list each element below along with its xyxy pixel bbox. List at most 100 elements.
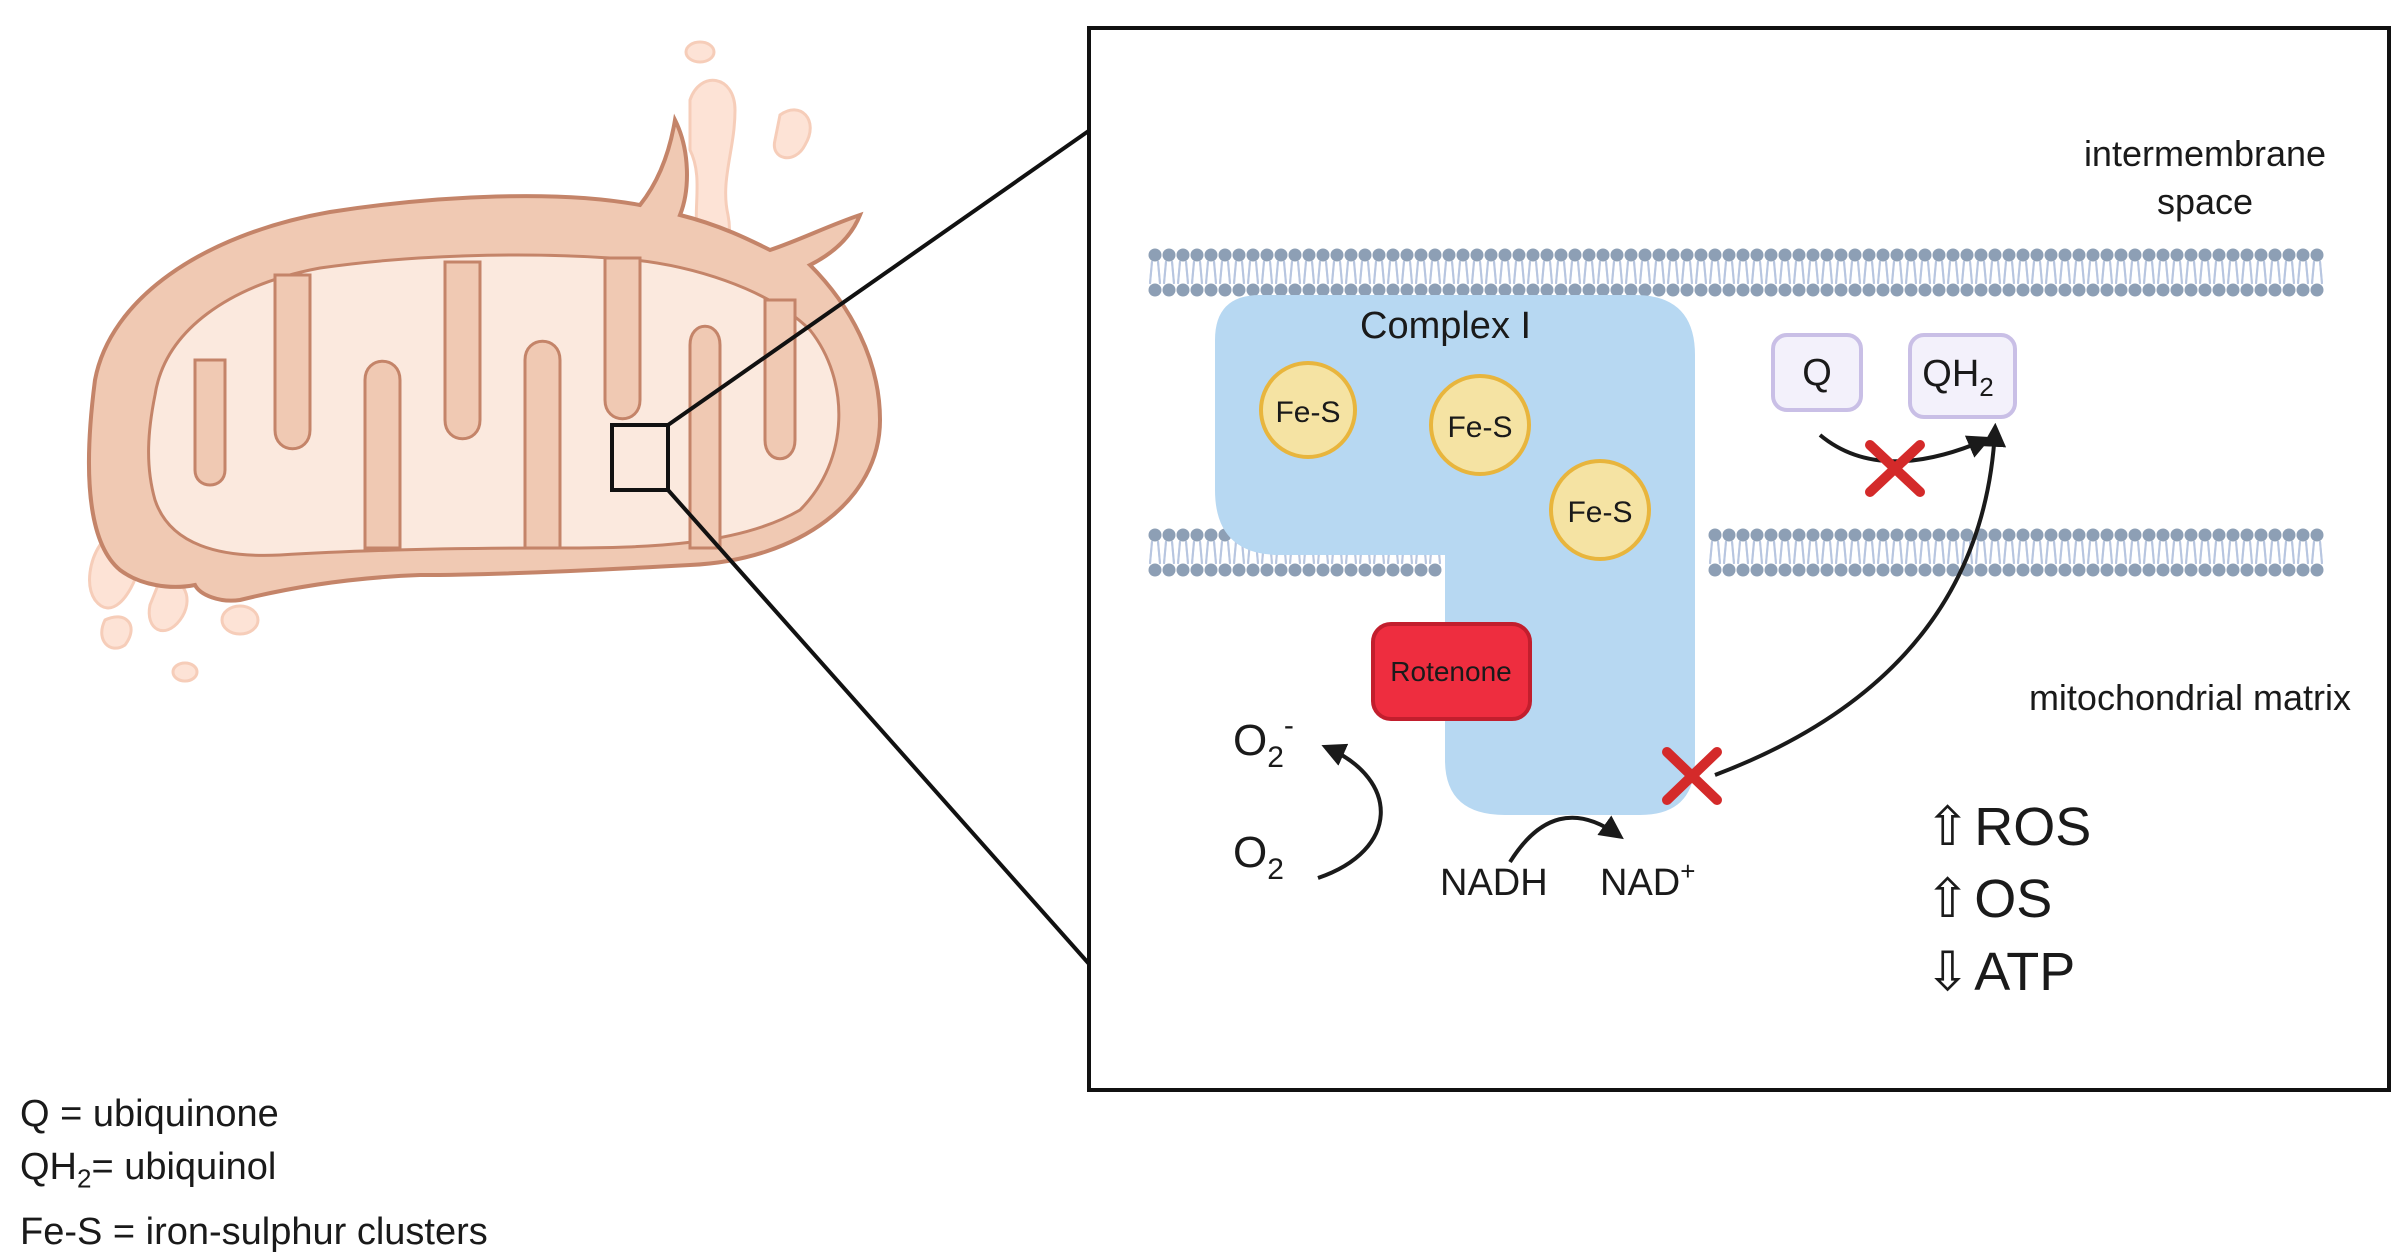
q-conversion-block-x-icon bbox=[1865, 440, 1925, 497]
lipid-head bbox=[1414, 248, 1428, 262]
lipid-head bbox=[1484, 283, 1498, 297]
lipid-head bbox=[2142, 248, 2156, 262]
lipid-tail bbox=[1331, 261, 1335, 285]
lipid-head bbox=[2100, 283, 2114, 297]
lipid-head bbox=[2268, 248, 2282, 262]
lipid-tail bbox=[1339, 261, 1343, 285]
lipid-tail bbox=[1451, 261, 1455, 285]
complex-i-label: Complex I bbox=[1360, 305, 1531, 347]
lipid-head bbox=[1932, 563, 1946, 577]
lipid-tail bbox=[1359, 261, 1363, 285]
lipid-head bbox=[1162, 563, 1176, 577]
lipid-tail bbox=[2109, 261, 2113, 285]
lipid-tail bbox=[2039, 261, 2043, 285]
lipid-head bbox=[2296, 248, 2310, 262]
lipid-tail bbox=[1703, 261, 1707, 285]
lipid-tail bbox=[2157, 541, 2161, 565]
lipid-tail bbox=[2157, 261, 2161, 285]
lipid-tail bbox=[1367, 261, 1371, 285]
lipid-head bbox=[1344, 248, 1358, 262]
lipid-head bbox=[2100, 248, 2114, 262]
lipid-head bbox=[1638, 283, 1652, 297]
lipid-tail bbox=[2297, 261, 2301, 285]
lipid-tail bbox=[1731, 261, 1735, 285]
lipid-head bbox=[1946, 248, 1960, 262]
lipid-head bbox=[1946, 528, 1960, 542]
mitochondrion-rupture-fragments bbox=[88, 40, 812, 683]
lipid-head bbox=[1988, 283, 2002, 297]
lipid-head bbox=[1260, 283, 1274, 297]
lipid-tail bbox=[1989, 541, 1993, 565]
superoxide-subscript: 2 bbox=[1267, 741, 1284, 774]
lipid-head bbox=[1918, 248, 1932, 262]
lipid-tail bbox=[2207, 541, 2211, 565]
lipid-head bbox=[1582, 248, 1596, 262]
lipid-head bbox=[2282, 248, 2296, 262]
svg-text:QH2: QH2 bbox=[1922, 353, 1993, 402]
lipid-tail bbox=[2017, 541, 2021, 565]
lipid-head bbox=[1400, 248, 1414, 262]
lipid-tail bbox=[1737, 541, 1741, 565]
lipid-tail bbox=[2053, 261, 2057, 285]
lipid-head bbox=[1204, 283, 1218, 297]
lipid-tail bbox=[2003, 541, 2007, 565]
svg-text:NAD+: NAD+ bbox=[1600, 856, 1695, 904]
lipid-head bbox=[2072, 563, 2086, 577]
lipid-tail bbox=[2129, 261, 2133, 285]
lipid-head bbox=[1330, 283, 1344, 297]
lipid-tail bbox=[1409, 261, 1413, 285]
lipid-head bbox=[2212, 563, 2226, 577]
lipid-tail bbox=[2123, 261, 2127, 285]
abbreviation-legend: Q = ubiquinone QH2= ubiquinol Fe-S = iro… bbox=[20, 1088, 488, 1259]
lipid-tail bbox=[1709, 541, 1713, 565]
lipid-head bbox=[1344, 563, 1358, 577]
lipid-head bbox=[1470, 283, 1484, 297]
lipid-tail bbox=[1619, 261, 1623, 285]
lipid-tail bbox=[1171, 261, 1175, 285]
lipid-tail bbox=[1731, 541, 1735, 565]
lipid-head bbox=[2170, 248, 2184, 262]
electron-transfer-arrow bbox=[1714, 422, 2007, 777]
lipid-tail bbox=[1205, 541, 1209, 565]
zoom-selection-box bbox=[610, 423, 670, 492]
lipid-tail bbox=[1583, 261, 1587, 285]
lipid-head bbox=[1764, 283, 1778, 297]
lipid-head bbox=[1764, 528, 1778, 542]
lipid-tail bbox=[1689, 261, 1693, 285]
lipid-head bbox=[2226, 528, 2240, 542]
lipid-tail bbox=[1149, 541, 1153, 565]
lipid-head bbox=[1610, 248, 1624, 262]
lipid-head bbox=[2240, 283, 2254, 297]
lipid-head bbox=[1358, 563, 1372, 577]
lipid-tail bbox=[1527, 261, 1531, 285]
lipid-head bbox=[1988, 528, 2002, 542]
lipid-tail bbox=[1891, 261, 1895, 285]
lipid-head bbox=[2128, 248, 2142, 262]
lipid-tail bbox=[2087, 261, 2091, 285]
lipid-head bbox=[2198, 563, 2212, 577]
lipid-tail bbox=[1219, 541, 1223, 565]
lipid-tail bbox=[1535, 261, 1539, 285]
lipid-tail bbox=[1191, 261, 1195, 285]
lipid-head bbox=[1176, 283, 1190, 297]
lipid-head bbox=[1442, 283, 1456, 297]
lipid-tail bbox=[1443, 261, 1447, 285]
lipid-tail bbox=[2227, 541, 2231, 565]
lipid-head bbox=[1568, 248, 1582, 262]
lipid-head bbox=[2156, 248, 2170, 262]
lipid-tail bbox=[1793, 541, 1797, 565]
fes-cluster-3: Fe-S bbox=[1549, 459, 1651, 561]
lipid-tail bbox=[1933, 541, 1937, 565]
lipid-head bbox=[2170, 563, 2184, 577]
lipid-tail bbox=[1759, 541, 1763, 565]
lipid-tail bbox=[1639, 261, 1643, 285]
lipid-head bbox=[1960, 283, 1974, 297]
lipid-tail bbox=[1479, 261, 1483, 285]
lipid-head bbox=[1778, 248, 1792, 262]
lipid-head bbox=[2058, 283, 2072, 297]
lipid-tail bbox=[1871, 541, 1875, 565]
lipid-head bbox=[1806, 563, 1820, 577]
lipid-tail bbox=[1913, 261, 1917, 285]
lipid-tail bbox=[2165, 261, 2169, 285]
lipid-tail bbox=[2227, 261, 2231, 285]
